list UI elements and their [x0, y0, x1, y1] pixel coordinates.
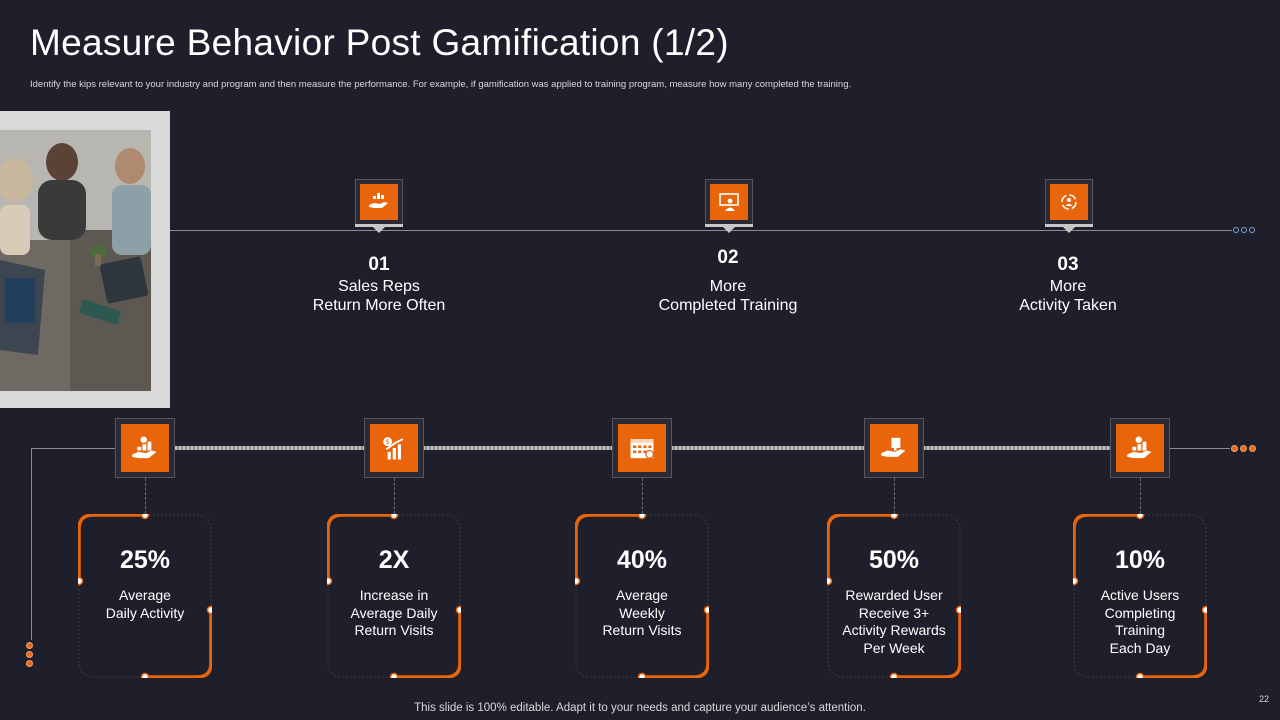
timeline-dot: [26, 651, 33, 658]
growth-chart-icon: $: [370, 424, 418, 472]
metric-1-connector: [145, 478, 146, 514]
timeline-dot: [1249, 227, 1255, 233]
metric-desc-line: Activity Rewards: [842, 622, 946, 638]
metric-desc-line: Increase in: [359, 587, 429, 603]
step-number: 02: [717, 247, 739, 268]
metric-desc-line: Weekly: [619, 604, 665, 621]
bottom-timeline-end-dots: [1231, 445, 1256, 452]
timeline-dot: [1231, 445, 1238, 452]
metric-desc-line: Rewarded User: [845, 587, 943, 603]
step-02-label: 02 More Completed Training: [618, 248, 838, 315]
metric-description: Active Users Completing Training Each Da…: [1073, 587, 1207, 657]
metric-1-icon-box: [115, 418, 175, 478]
metric-3-connector: [642, 478, 643, 514]
presentation-icon: [710, 184, 748, 220]
metric-card-5: 10% Active Users Completing Training Eac…: [1073, 514, 1207, 678]
team-meeting-photo: [0, 130, 151, 391]
hand-money-icon: [1116, 424, 1164, 472]
left-connector-line: [31, 448, 117, 449]
photo-frame: [0, 111, 170, 408]
hand-reward-icon: [870, 424, 918, 472]
metric-2-icon-box: $: [364, 418, 424, 478]
step-02-icon-box: [705, 179, 753, 233]
timeline-dot: [1233, 227, 1239, 233]
metric-4-connector: [894, 478, 895, 514]
metric-desc-line: Average: [119, 587, 171, 603]
step-text-line2: Completed Training: [658, 297, 798, 314]
metric-value: 50%: [868, 546, 920, 574]
metric-description: Average Daily Activity: [78, 587, 212, 622]
hand-money-icon: [360, 184, 398, 220]
left-end-dots: [26, 642, 33, 667]
step-03-icon-box: [1045, 179, 1093, 233]
step-text-line1: More: [709, 278, 747, 295]
metric-desc-line: Each Day: [1109, 639, 1171, 656]
metric-desc-line: Return Visits: [602, 622, 682, 638]
left-vertical-line: [31, 448, 32, 640]
metric-desc-line: Return Visits: [354, 622, 434, 638]
metric-desc-line: Daily Activity: [105, 604, 185, 621]
page-number: 22: [1259, 694, 1270, 704]
metric-5-icon-box: [1110, 418, 1170, 478]
hand-money-icon: [121, 424, 169, 472]
metric-description: Rewarded User Receive 3+ Activity Reward…: [827, 587, 961, 657]
slide-footer: This slide is 100% editable. Adapt it to…: [414, 702, 866, 714]
bottom-timeline-extension: [1168, 448, 1230, 449]
step-number: 01: [368, 254, 390, 275]
metric-description: Increase in Average Daily Return Visits: [327, 587, 461, 640]
timeline-dot: [26, 642, 33, 649]
slide-title: Measure Behavior Post Gamification (1/2): [30, 22, 729, 63]
svg-text:$: $: [386, 439, 390, 446]
top-timeline-end-dots: [1233, 227, 1255, 233]
metric-4-icon-box: [864, 418, 924, 478]
step-number: 03: [1057, 254, 1079, 275]
step-text-line2: Activity Taken: [1019, 297, 1117, 314]
metric-value: 25%: [119, 546, 171, 574]
timeline-dot: [26, 660, 33, 667]
step-01-icon-box: [355, 179, 403, 233]
metric-card-3: 40% Average Weekly Return Visits: [575, 514, 709, 678]
step-01-label: 01 Sales Reps Return More Often: [269, 255, 489, 315]
metric-value: 10%: [1114, 546, 1166, 574]
timeline-dot: [1249, 445, 1256, 452]
step-text-line1: More: [1049, 278, 1087, 295]
metric-3-icon-box: [612, 418, 672, 478]
calendar-icon: [618, 424, 666, 472]
metric-card-1: 25% Average Daily Activity: [78, 514, 212, 678]
metric-desc-line: Per Week: [863, 639, 925, 656]
top-timeline-line: [170, 230, 1232, 231]
metric-card-2: 2X Increase in Average Daily Return Visi…: [327, 514, 461, 678]
metric-desc-line: Receive 3+: [858, 604, 930, 621]
metric-desc-line: Training: [1114, 622, 1166, 638]
metric-desc-line: Average: [616, 587, 668, 603]
slide-subtitle: Identify the kips relevant to your indus…: [30, 79, 852, 90]
metric-desc-line: Average Daily: [350, 604, 438, 621]
metric-value: 40%: [616, 546, 668, 574]
metric-value: 2X: [378, 546, 410, 574]
metric-5-connector: [1140, 478, 1141, 514]
metric-desc-line: Active Users: [1100, 587, 1180, 603]
step-03-label: 03 More Activity Taken: [958, 255, 1178, 315]
timeline-dot: [1240, 445, 1247, 452]
step-text-line1: Sales Reps: [338, 278, 420, 295]
step-text-line2: Return More Often: [312, 297, 446, 314]
metric-description: Average Weekly Return Visits: [575, 587, 709, 640]
metric-desc-line: Completing: [1104, 604, 1176, 621]
timeline-dot: [1241, 227, 1247, 233]
metric-card-4: 50% Rewarded User Receive 3+ Activity Re…: [827, 514, 961, 678]
activity-cycle-icon: [1050, 184, 1088, 220]
metric-2-connector: [394, 478, 395, 514]
